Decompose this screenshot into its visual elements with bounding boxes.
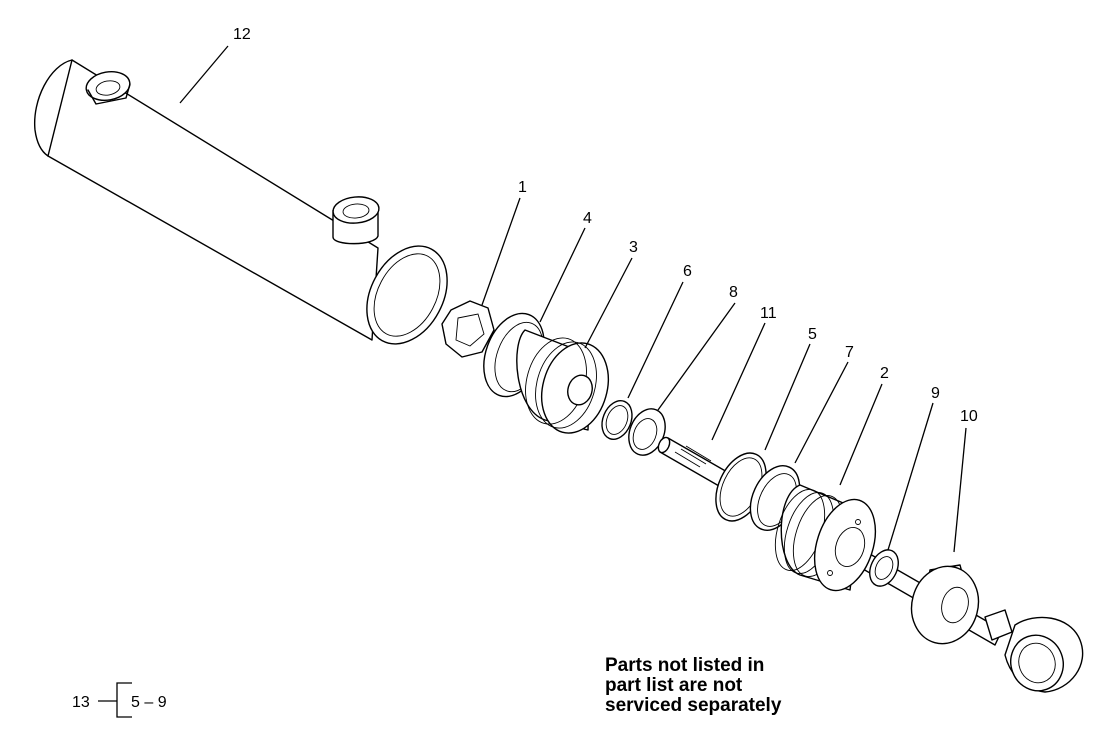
callout-9: 9 xyxy=(931,385,940,402)
callout-8: 8 xyxy=(729,284,738,301)
callout-3: 3 xyxy=(629,239,638,256)
callout-4: 4 xyxy=(583,210,592,227)
gland-head xyxy=(774,484,877,592)
piston xyxy=(516,329,609,434)
callout-1: 1 xyxy=(518,179,527,196)
callout-5: 5 xyxy=(808,326,817,343)
service-note-line-3: serviced separately xyxy=(605,695,782,716)
callout-12: 12 xyxy=(233,26,251,43)
kit-callout: 13 5 – 9 xyxy=(72,682,167,718)
callout-11: 11 xyxy=(760,305,777,322)
service-note-line-1: Parts not listed in xyxy=(605,655,765,676)
leader-lines xyxy=(179,45,967,553)
service-note: Parts not listed in part list are not se… xyxy=(605,656,835,716)
hex-nut xyxy=(441,300,495,358)
service-note-line-2: part list are not xyxy=(605,675,743,696)
kit-range: 5 – 9 xyxy=(131,694,167,711)
callout-7: 7 xyxy=(845,344,854,361)
callout-labels: 12 1 4 3 6 8 11 5 7 2 9 10 xyxy=(233,26,978,425)
callout-6: 6 xyxy=(683,263,692,280)
rod-end-eye xyxy=(984,609,1084,693)
kit-number: 13 xyxy=(72,694,90,711)
callout-10: 10 xyxy=(960,408,978,425)
cylinder-barrel xyxy=(34,59,448,345)
o-ring-small xyxy=(601,400,633,440)
rod-bushing xyxy=(910,564,980,645)
callout-2: 2 xyxy=(880,365,889,382)
rod-wiper xyxy=(869,549,899,587)
